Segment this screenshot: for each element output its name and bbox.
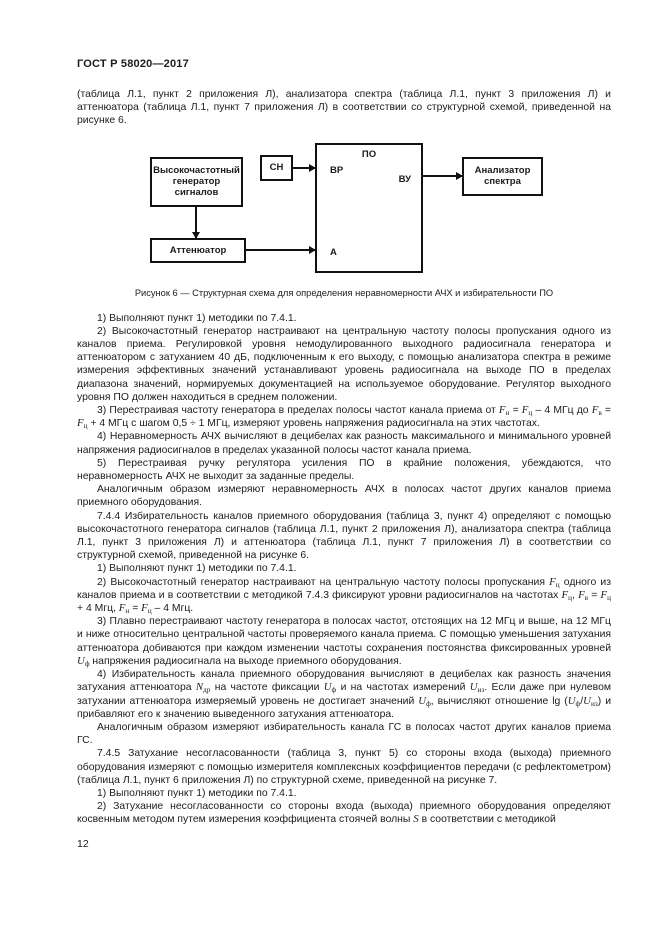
- intro-paragraph: (таблица Л.1, пункт 2 приложения Л), ана…: [77, 89, 611, 127]
- figure-6: Высокочастотный генератор сигналов СН ПО…: [77, 141, 611, 299]
- body-paragraph: 7.4.5 Затухание несогласованности (табли…: [77, 748, 611, 786]
- body-paragraph: 7.4.4 Избирательность каналов приемного …: [77, 510, 611, 562]
- matched-load-box: СН: [260, 154, 293, 181]
- body-paragraph: 5) Перестраивая ручку регулятора усилени…: [77, 457, 611, 483]
- receiver-input-vr-label: ВР: [330, 164, 344, 176]
- page-content: (таблица Л.1, пункт 2 приложения Л), ана…: [77, 88, 611, 827]
- body-paragraph: 4) Избирательность канала приемного обор…: [77, 669, 611, 720]
- body-paragraph: 1) Выполняют пункт 1) методики по 7.4.1.: [97, 563, 297, 575]
- arrow-attenuator-to-receiver: [246, 245, 316, 254]
- body-paragraph: 2) Высокочастотный генератор настраивают…: [77, 575, 612, 616]
- page-number: 12: [77, 838, 89, 850]
- body-paragraph: 3) Плавно перестраивают частоту генерато…: [77, 616, 611, 668]
- receiver-output-vu-label: ВУ: [398, 173, 411, 185]
- page-header: ГОСТ Р 58020—2017: [77, 58, 189, 70]
- body-paragraph: 3) Перестраивая частоту генератора в пре…: [77, 404, 611, 431]
- body-paragraph: 4) Неравномерность АЧХ вычисляют в дециб…: [77, 431, 611, 456]
- spectrum-analyzer-box: Анализатор спектра: [462, 156, 543, 196]
- arrow-sn-to-receiver: [293, 163, 316, 172]
- arrow-receiver-to-analyzer: [423, 171, 463, 180]
- attenuator-box: Аттенюатор: [150, 237, 246, 263]
- receiver-box: ПО ВР ВУ А: [315, 142, 423, 273]
- figure-caption: Рисунок 6 — Структурная схема для опреде…: [134, 287, 554, 298]
- block-diagram: Высокочастотный генератор сигналов СН ПО…: [77, 141, 611, 277]
- body-paragraph: 1) Выполняют пункт 1) методики по 7.4.1.: [97, 312, 297, 324]
- generator-box: Высокочастотный генератор сигналов: [150, 156, 243, 207]
- body-paragraph: Аналогичным образом измеряют избирательн…: [77, 721, 611, 747]
- body-paragraph: 2) Высокочастотный генератор настраивают…: [77, 325, 611, 403]
- body-paragraph: 2) Затухание несогласованности со сторон…: [77, 801, 611, 826]
- arrow-generator-to-attenuator: [192, 206, 200, 239]
- receiver-input-a-label: А: [330, 246, 337, 258]
- body-paragraph: Аналогичным образом измеряют неравномерн…: [77, 484, 611, 509]
- receiver-label: ПО: [361, 148, 377, 160]
- body-paragraph: 1) Выполняют пункт 1) методики по 7.4.1.: [97, 787, 297, 799]
